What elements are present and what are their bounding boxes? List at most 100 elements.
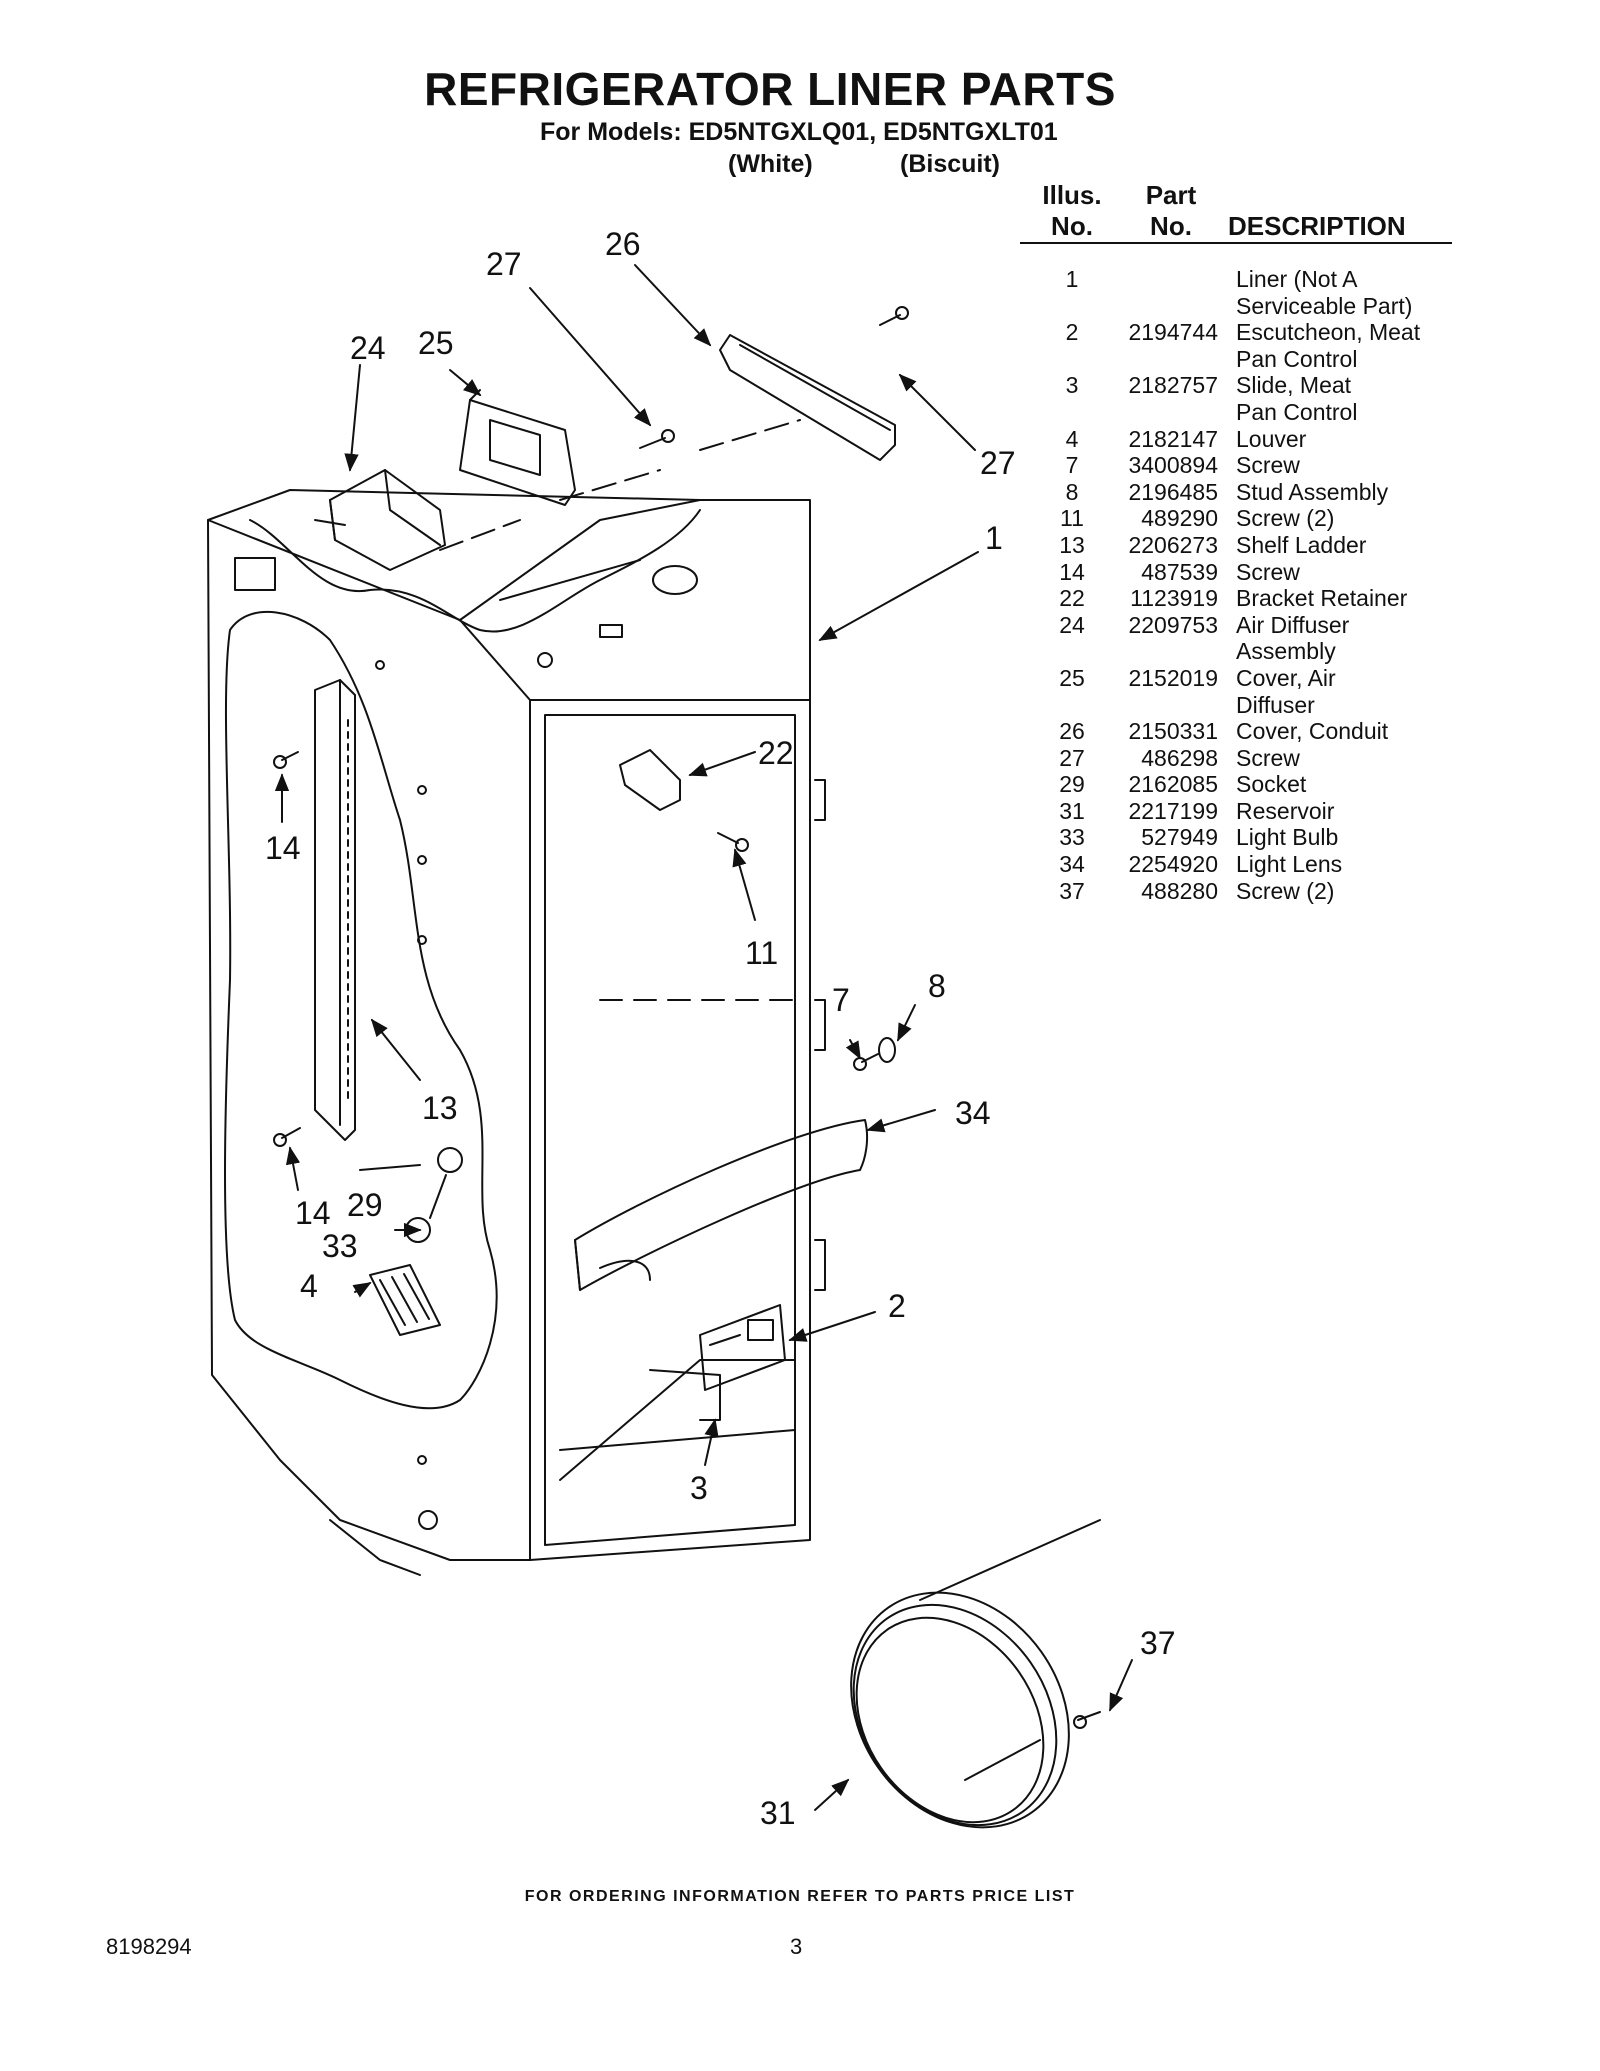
description: Cover, Air — [1236, 664, 1336, 691]
table-row: 27 486298 Screw — [1020, 745, 1456, 772]
description: Liner (Not A — [1236, 266, 1358, 292]
part-no: 488280 — [1141, 877, 1218, 904]
callout-1: 1 — [985, 520, 1003, 556]
table-row-continuation: Pan Control — [1020, 346, 1456, 373]
part-no: 2162085 — [1128, 771, 1218, 798]
illus-no: 4 — [1065, 425, 1079, 452]
variant-white: (White) — [728, 150, 813, 178]
callout-27-right: 27 — [980, 445, 1016, 481]
part-no: 2150331 — [1128, 718, 1218, 745]
callout-33: 33 — [322, 1228, 358, 1264]
description: Light Lens — [1236, 851, 1343, 878]
description: Light Bulb — [1236, 824, 1339, 851]
description: Louver — [1236, 425, 1307, 452]
part-no: 527949 — [1141, 824, 1218, 851]
description: Diffuser — [1236, 691, 1315, 718]
liner-body — [207, 489, 826, 1576]
diffuser-cover — [459, 389, 576, 506]
illus-no: 37 — [1059, 877, 1085, 904]
callout-24: 24 — [350, 330, 386, 366]
part-no: 489290 — [1141, 505, 1218, 532]
description: Cover, Conduit — [1236, 718, 1389, 745]
table-row: 24 2209753 Air Diffuser — [1020, 612, 1456, 639]
description: Shelf Ladder — [1236, 531, 1367, 558]
light-lens — [574, 1119, 869, 1291]
socket — [437, 1147, 463, 1173]
part-no: 1123919 — [1130, 585, 1218, 612]
illus-no: 14 — [1059, 558, 1085, 585]
escutcheon — [699, 1304, 786, 1391]
part-no: 3400894 — [1128, 452, 1218, 479]
illus-no: 27 — [1059, 744, 1085, 771]
part-no: 487539 — [1141, 558, 1218, 585]
description: Pan Control — [1236, 345, 1358, 372]
illus-no: 3 — [1065, 372, 1079, 399]
callout-22: 22 — [758, 735, 794, 771]
header-rule — [1020, 242, 1452, 244]
bracket-retainer — [619, 749, 681, 811]
description: Screw (2) — [1236, 505, 1335, 532]
description: Bracket Retainer — [1236, 585, 1408, 612]
table-row-continuation: Assembly — [1020, 638, 1456, 665]
callout-13: 13 — [422, 1090, 458, 1126]
part-no: 2217199 — [1128, 797, 1218, 824]
description: Pan Control — [1236, 398, 1358, 425]
callout-4: 4 — [300, 1268, 318, 1304]
table-row-continuation: Serviceable Part) — [1020, 293, 1456, 320]
col-part-line1: Part — [1145, 180, 1197, 210]
description: Assembly — [1236, 638, 1336, 665]
description: Air Diffuser — [1236, 611, 1350, 638]
col-illus-line2: No. — [1051, 211, 1093, 241]
description: Screw — [1236, 558, 1300, 585]
illus-no: 8 — [1065, 478, 1079, 505]
leader-lines — [274, 264, 1133, 1811]
col-desc-header: DESCRIPTION — [1228, 211, 1406, 241]
document-number: 8198294 — [106, 1934, 192, 1959]
part-no: 486298 — [1141, 744, 1218, 771]
callout-29: 29 — [347, 1187, 383, 1223]
callout-3: 3 — [690, 1470, 708, 1506]
col-part-line2: No. — [1150, 211, 1192, 241]
callout-27-top: 27 — [486, 246, 522, 282]
description: Reservoir — [1236, 797, 1335, 824]
variant-biscuit: (Biscuit) — [900, 150, 1000, 178]
page-title: REFRIGERATOR LINER PARTS — [424, 63, 1116, 115]
description: Socket — [1236, 771, 1307, 798]
col-part-header: Part No. — [1124, 180, 1218, 242]
part-no: 2254920 — [1128, 851, 1218, 878]
description: Screw — [1236, 744, 1300, 771]
callout-11: 11 — [745, 935, 779, 971]
description: Serviceable Part) — [1236, 292, 1413, 319]
part-no: 2209753 — [1128, 611, 1218, 638]
callout-37: 37 — [1140, 1625, 1176, 1661]
callout-7: 7 — [832, 982, 850, 1018]
illus-no: 31 — [1059, 797, 1085, 824]
callout-34: 34 — [955, 1095, 991, 1131]
screws — [273, 306, 1101, 1729]
ordering-note: FOR ORDERING INFORMATION REFER TO PARTS … — [524, 1888, 1076, 1905]
models-line: For Models: ED5NTGXLQ01, ED5NTGXLT01 — [540, 118, 1058, 146]
illus-no: 7 — [1065, 452, 1079, 479]
part-no: 2194744 — [1128, 319, 1218, 346]
table-row: 31 2217199 Reservoir — [1020, 798, 1456, 825]
illus-no: 24 — [1059, 611, 1085, 638]
table-row: 14 487539 Screw — [1020, 559, 1456, 586]
part-no: 2182147 — [1128, 425, 1218, 452]
description: Escutcheon, Meat — [1236, 319, 1421, 346]
table-row-continuation: Pan Control — [1020, 399, 1456, 426]
callout-31: 31 — [760, 1795, 796, 1831]
callout-2: 2 — [888, 1288, 906, 1324]
illus-no: 25 — [1059, 664, 1085, 691]
